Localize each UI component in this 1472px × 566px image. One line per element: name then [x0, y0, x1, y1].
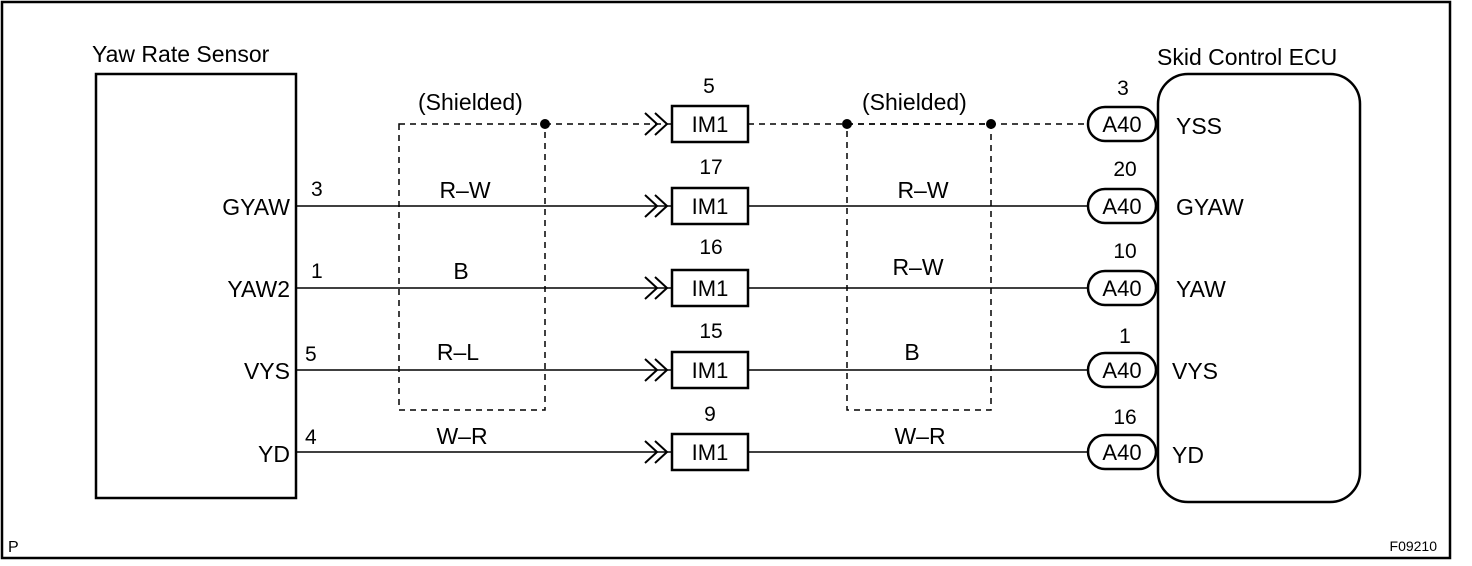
connector-arrow-icon [654, 194, 669, 218]
sensor-pin-num: 3 [311, 178, 323, 201]
figure-id: F09210 [1390, 538, 1438, 554]
ecu-pin-label: GYAW [1176, 194, 1244, 220]
junction-name: IM1 [692, 276, 729, 301]
connector-arrow-icon [644, 440, 659, 464]
ecu-title: Skid Control ECU [1157, 44, 1337, 70]
shield-junction-dot [842, 119, 852, 129]
ecu-pin-num: 1 [1119, 325, 1131, 348]
yaw-rate-sensor-box [94, 72, 298, 500]
ecu-connector-box [1086, 433, 1158, 471]
sensor-pin-label: YAW2 [227, 276, 290, 302]
connector-arrow-icon [644, 276, 659, 300]
junction-pin-num: 5 [703, 75, 715, 98]
junction-name: IM1 [692, 358, 729, 383]
connector-arrow-icon [654, 440, 669, 464]
junction-pin-num: 17 [699, 156, 722, 179]
ecu-connector-box [1086, 351, 1158, 389]
ecu-pin-num: 3 [1117, 77, 1129, 100]
sensor-pin-num: 5 [305, 343, 317, 366]
sensor-pin-label: VYS [244, 358, 290, 384]
shield-label-left: (Shielded) [418, 89, 523, 115]
skid-control-ecu-box [1156, 72, 1362, 504]
wire-color-label: R–W [892, 254, 943, 280]
shield-label-right: (Shielded) [862, 89, 967, 115]
junction-name: IM1 [692, 112, 729, 137]
wire-row-gyaw: GYAW 3 R–W IM1 17 R–W A40 20 GYAW [222, 156, 1244, 226]
ecu-pin-label: YAW [1176, 276, 1226, 302]
wire-row-yaw: YAW2 1 B IM1 16 R–W A40 10 YAW [227, 236, 1226, 308]
ecu-pin-label: YD [1172, 442, 1204, 468]
connector-arrow-icon [654, 276, 669, 300]
shield-box-left [398, 123, 546, 411]
ecu-pin-num: 16 [1113, 406, 1136, 429]
wire-row-vys: VYS 5 R–L IM1 15 B A40 1 VYS [244, 320, 1218, 390]
wire-row-yd: YD 4 W–R IM1 9 W–R A40 16 YD [258, 403, 1204, 472]
connector-arrow-icon [644, 358, 659, 382]
connector-arrow-icon [644, 112, 659, 136]
ecu-connector-name: A40 [1102, 276, 1141, 301]
ecu-pin-label: VYS [1172, 358, 1218, 384]
wire-color-label: W–R [894, 423, 945, 449]
ecu-connector-box [1086, 187, 1158, 225]
connector-arrow-icon [654, 112, 669, 136]
page-mark: P [8, 539, 19, 556]
sensor-pin-label: GYAW [222, 194, 290, 220]
junction-name: IM1 [692, 440, 729, 465]
wire-color-label: B [904, 339, 919, 365]
ecu-connector-box [1086, 105, 1158, 143]
sensor-title: Yaw Rate Sensor [92, 41, 270, 67]
junction-pin-num: 15 [699, 320, 722, 343]
ecu-connector-name: A40 [1102, 112, 1141, 137]
ecu-connector-name: A40 [1102, 194, 1141, 219]
shield-junction-dot [540, 119, 550, 129]
ecu-connector-box [1086, 269, 1158, 307]
wire-color-label: R–W [439, 177, 490, 203]
wire-row-shield: IM1 5 A40 3 YSS [540, 75, 1222, 144]
sensor-pin-num: 4 [305, 426, 317, 449]
ecu-connector-name: A40 [1102, 440, 1141, 465]
sensor-pin-num: 1 [311, 260, 323, 283]
wire-color-label: R–W [897, 177, 948, 203]
connector-arrow-icon [654, 358, 669, 382]
ecu-connector-name: A40 [1102, 358, 1141, 383]
shield-junction-dot [986, 119, 996, 129]
sensor-pin-label: YD [258, 441, 290, 467]
ecu-pin-num: 10 [1113, 240, 1136, 263]
wire-color-label: R–L [437, 339, 479, 365]
ecu-pin-label: YSS [1176, 113, 1222, 139]
ecu-pin-num: 20 [1113, 158, 1136, 181]
junction-pin-num: 16 [699, 236, 722, 259]
wire-color-label: W–R [436, 423, 487, 449]
junction-name: IM1 [692, 194, 729, 219]
junction-pin-num: 9 [704, 403, 716, 426]
diagram-frame [0, 0, 1452, 560]
wire-color-label: B [453, 258, 468, 284]
connector-arrow-icon [644, 194, 659, 218]
